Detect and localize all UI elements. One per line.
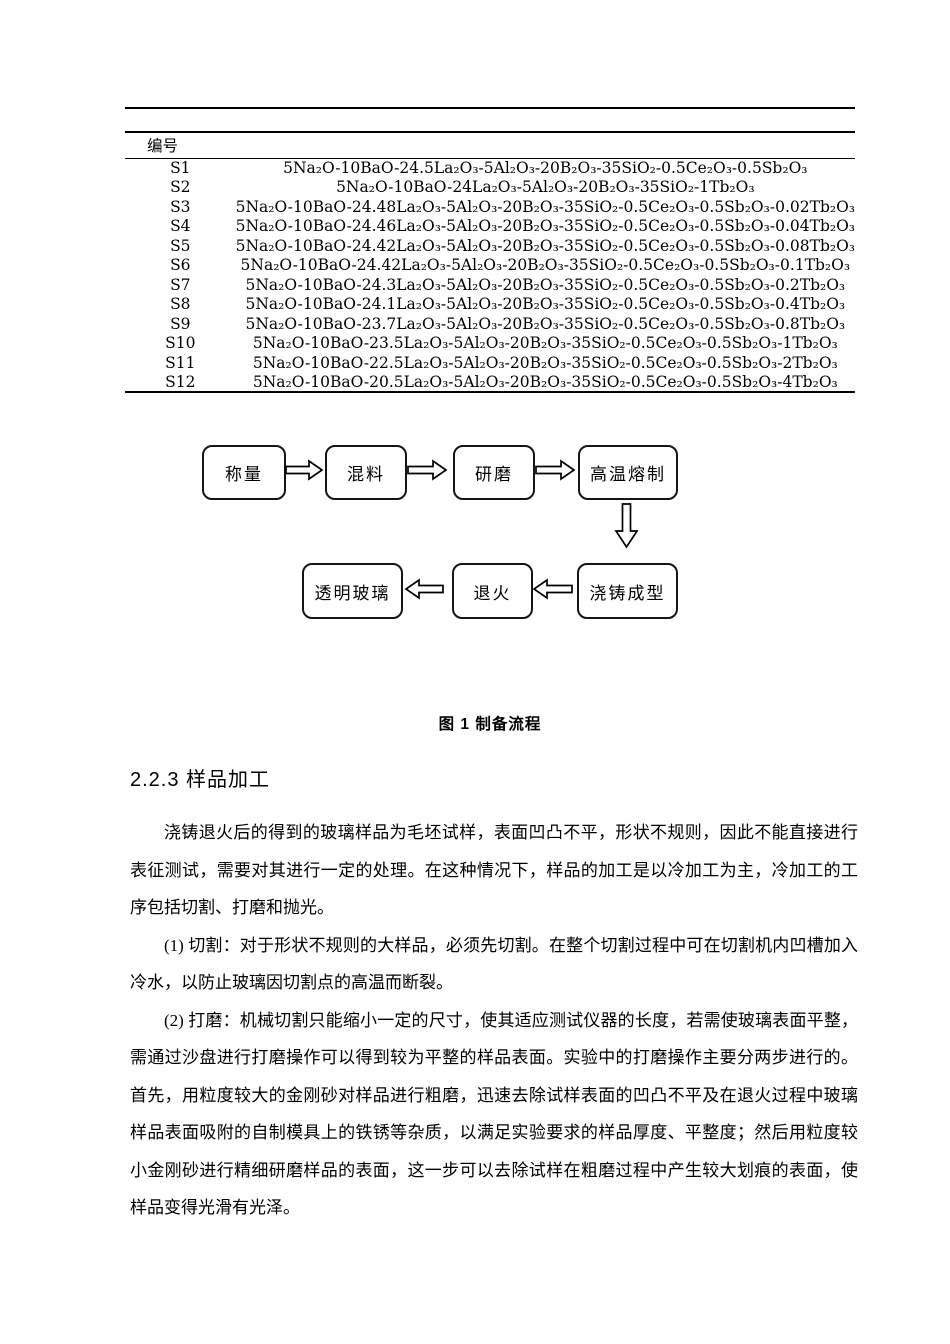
figure-caption: 图 1 制备流程: [438, 716, 542, 733]
table-body: S1 5Na₂O-10BaO-24.5La₂O₃-5Al₂O₃-20B₂O₃-35…: [125, 158, 855, 392]
composition-cell: 5Na₂O-10BaO-24.48La₂O₃-5Al₂O₃-20B₂O₃-35S…: [235, 197, 855, 216]
table-row: S3 5Na₂O-10BaO-24.48La₂O₃-5Al₂O₃-20B₂O₃-3…: [125, 197, 855, 217]
arrow-right-icon: [535, 459, 575, 481]
flow-box-label: 混料: [347, 465, 385, 484]
body-text: 浇铸退火后的得到的玻璃样品为毛坯试样，表面凹凸不平，形状不规则，因此不能直接进行…: [130, 814, 858, 1227]
flow-box-label: 研磨: [475, 465, 513, 484]
flow-box-weighing: 称量: [202, 445, 286, 500]
sample-id-cell: S6: [170, 256, 191, 275]
flow-box-label: 透明玻璃: [314, 583, 391, 603]
table-row: S5 5Na₂O-10BaO-24.42La₂O₃-5Al₂O₃-20B₂O₃-3…: [125, 236, 855, 256]
sample-id-cell: S5: [170, 236, 191, 255]
sample-id-cell: S11: [165, 353, 196, 372]
sample-id-cell: S4: [170, 217, 191, 236]
table-row: S2 5Na₂O-10BaO-24La₂O₃-5Al₂O₃-20B₂O₃-35Si…: [125, 178, 855, 198]
table-header: 编号: [125, 132, 855, 158]
table-row: S7 5Na₂O-10BaO-24.3La₂O₃-5Al₂O₃-20B₂O₃-35…: [125, 275, 855, 295]
flow-box-label: 浇铸成型: [589, 583, 666, 603]
arrow-down-icon: [614, 503, 639, 549]
section-heading: 2.2.3 样品加工: [130, 769, 271, 791]
table-row: S8 5Na₂O-10BaO-24.1La₂O₃-5Al₂O₃-20B₂O₃-35…: [125, 295, 855, 315]
table-row: S4 5Na₂O-10BaO-24.46La₂O₃-5Al₂O₃-20B₂O₃-3…: [125, 217, 855, 237]
table-row: S9 5Na₂O-10BaO-23.7La₂O₃-5Al₂O₃-20B₂O₃-35…: [125, 314, 855, 334]
table-row: S6 5Na₂O-10BaO-24.42La₂O₃-5Al₂O₃-20B₂O₃-3…: [125, 256, 855, 276]
arrow-left-icon: [404, 578, 444, 600]
flow-box-label: 退火: [473, 583, 512, 603]
sample-id-cell: S8: [170, 295, 191, 314]
paragraph-intro: 浇铸退火后的得到的玻璃样品为毛坯试样，表面凹凸不平，形状不规则，因此不能直接进行…: [130, 823, 858, 917]
sample-id-cell: S9: [170, 314, 191, 333]
arrow-right-icon: [407, 459, 447, 481]
flow-box-label: 高温熔制: [590, 465, 666, 484]
flow-box-melting: 高温熔制: [578, 445, 678, 500]
paragraph-cutting: (1) 切割：对于形状不规则的大样品，必须先切割。在整个切割过程中可在切割机内凹…: [130, 935, 858, 993]
composition-cell: 5Na₂O-10BaO-23.5La₂O₃-5Al₂O₃-20B₂O₃-35Si…: [252, 334, 838, 353]
paragraph-grinding: (2) 打磨：机械切割只能缩小一定的尺寸，使其适应测试仪器的长度，若需使玻璃表面…: [130, 1010, 858, 1218]
sample-id-cell: S12: [165, 372, 196, 391]
sample-id-column-header: 编号: [147, 137, 179, 156]
composition-cell: 5Na₂O-10BaO-24La₂O₃-5Al₂O₃-20B₂O₃-35SiO₂…: [336, 178, 755, 197]
composition-cell: 5Na₂O-10BaO-22.5La₂O₃-5Al₂O₃-20B₂O₃-35Si…: [252, 353, 838, 372]
table-row: S11 5Na₂O-10BaO-22.5La₂O₃-5Al₂O₃-20B₂O₃-3…: [125, 353, 855, 373]
arrow-left-icon: [531, 578, 573, 600]
composition-column-header: [236, 132, 855, 158]
flow-box-mixing: 混料: [325, 445, 407, 500]
composition-cell: 5Na₂O-10BaO-24.5La₂O₃-5Al₂O₃-20B₂O₃-35Si…: [283, 159, 808, 177]
composition-cell: 5Na₂O-10BaO-23.7La₂O₃-5Al₂O₃-20B₂O₃-35Si…: [245, 314, 846, 333]
flow-box-casting: 浇铸成型: [577, 563, 678, 619]
table-row: S10 5Na₂O-10BaO-23.5La₂O₃-5Al₂O₃-20B₂O₃-3…: [125, 334, 855, 354]
table-row: S12 5Na₂O-10BaO-20.5La₂O₃-5Al₂O₃-20B₂O₃-3…: [125, 373, 855, 393]
arrow-right-icon: [285, 459, 323, 481]
composition-cell: 5Na₂O-10BaO-24.42La₂O₃-5Al₂O₃-20B₂O₃-35S…: [235, 236, 855, 255]
composition-cell: 5Na₂O-10BaO-24.3La₂O₃-5Al₂O₃-20B₂O₃-35Si…: [245, 275, 846, 294]
flow-box-grinding: 研磨: [453, 445, 535, 500]
sample-id-cell: S10: [165, 334, 196, 353]
composition-cell: 5Na₂O-10BaO-24.1La₂O₃-5Al₂O₃-20B₂O₃-35Si…: [245, 295, 846, 314]
composition-cell: 5Na₂O-10BaO-20.5La₂O₃-5Al₂O₃-20B₂O₃-35Si…: [252, 372, 838, 391]
flow-box-label: 称量: [225, 465, 263, 484]
sample-id-cell: S1: [170, 159, 191, 177]
sample-composition-table: 编号 S1 5Na₂O-10BaO-24.5La₂O₃-5Al₂O₃-20B₂O₃…: [125, 131, 855, 393]
flow-box-annealing: 退火: [452, 563, 533, 619]
page-header-rule: [125, 107, 855, 109]
sample-id-cell: S3: [170, 197, 191, 216]
flow-box-transparent-glass: 透明玻璃: [302, 563, 403, 619]
table-row: S1 5Na₂O-10BaO-24.5La₂O₃-5Al₂O₃-20B₂O₃-35…: [125, 158, 855, 178]
composition-cell: 5Na₂O-10BaO-24.42La₂O₃-5Al₂O₃-20B₂O₃-35S…: [240, 256, 851, 275]
composition-cell: 5Na₂O-10BaO-24.46La₂O₃-5Al₂O₃-20B₂O₃-35S…: [235, 217, 855, 236]
sample-id-cell: S7: [170, 275, 191, 294]
table-header-row: 编号: [125, 132, 855, 158]
sample-id-cell: S2: [170, 178, 191, 197]
